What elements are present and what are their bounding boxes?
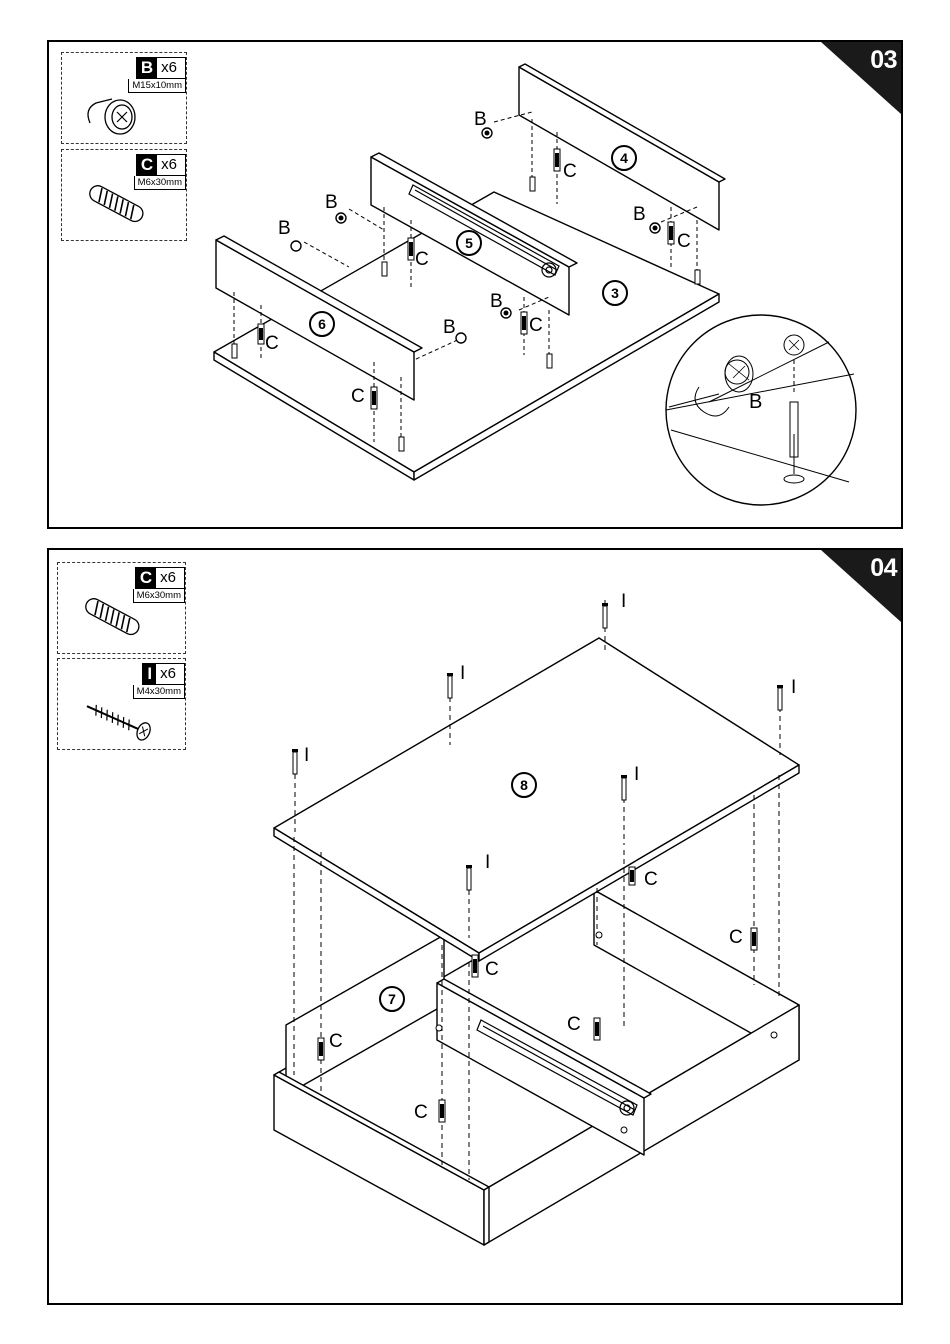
step-04-panel: 04 C x6 M6x30mm I xyxy=(47,548,903,1305)
callout-c: C xyxy=(567,1015,581,1034)
callout-i: I xyxy=(621,592,626,611)
part-quantity: x6 xyxy=(157,155,185,175)
callout-i: I xyxy=(791,678,796,697)
part-letter: C xyxy=(137,155,157,175)
callout-i: I xyxy=(634,765,639,784)
callout-c: C xyxy=(677,232,691,251)
part-size: M15x10mm xyxy=(128,79,186,93)
part-quantity: x6 xyxy=(156,568,184,588)
callout-b-detail: B xyxy=(749,392,762,412)
screw-icon xyxy=(78,695,162,745)
callout-i: I xyxy=(460,664,465,683)
callout-c: C xyxy=(329,1032,343,1051)
callout-c: C xyxy=(265,334,279,353)
callout-c: C xyxy=(529,316,543,335)
panel-number-8: 8 xyxy=(511,772,537,798)
part-header: B x6 M15x10mm xyxy=(128,57,186,93)
panel-number-6: 6 xyxy=(309,311,335,337)
part-quantity: x6 xyxy=(157,58,185,78)
callout-c: C xyxy=(351,387,365,406)
callout-b: B xyxy=(633,205,646,224)
cam-bolt-icon xyxy=(82,180,156,230)
panel-number-4: 4 xyxy=(611,145,637,171)
callout-c: C xyxy=(414,1103,428,1122)
cam-bolt-icon xyxy=(78,593,152,643)
cam-lock-icon xyxy=(80,93,140,139)
callout-i: I xyxy=(304,746,309,765)
step-number: 04 xyxy=(870,554,897,583)
part-letter: C xyxy=(136,568,156,588)
step-number: 03 xyxy=(870,46,897,75)
step-number-badge: 03 xyxy=(821,42,901,122)
part-box-i: I x6 M4x30mm xyxy=(57,658,186,750)
callout-c: C xyxy=(563,162,577,181)
callout-c: C xyxy=(729,928,743,947)
callout-b: B xyxy=(278,219,291,238)
callout-i: I xyxy=(485,853,490,872)
part-box-b: B x6 M15x10mm xyxy=(61,52,187,144)
callout-c: C xyxy=(485,960,499,979)
part-header: I x6 M4x30mm xyxy=(133,663,185,699)
callout-b: B xyxy=(474,110,487,129)
panel-number-5: 5 xyxy=(456,230,482,256)
callout-b: B xyxy=(325,193,338,212)
part-letter: B xyxy=(137,58,157,78)
part-quantity: x6 xyxy=(156,664,184,684)
part-box-c: C x6 M6x30mm xyxy=(57,562,186,654)
callout-b: B xyxy=(490,292,503,311)
callout-b: B xyxy=(443,318,456,337)
callout-c: C xyxy=(644,870,658,889)
panel-number-3: 3 xyxy=(602,280,628,306)
part-letter: I xyxy=(143,664,156,684)
panel-number-7: 7 xyxy=(379,986,405,1012)
part-box-c: C x6 M6x30mm xyxy=(61,149,187,241)
callout-c: C xyxy=(415,250,429,269)
step-03-panel: 03 B x6 M15x10mm C x6 xyxy=(47,40,903,529)
step-number-badge: 04 xyxy=(821,550,901,630)
